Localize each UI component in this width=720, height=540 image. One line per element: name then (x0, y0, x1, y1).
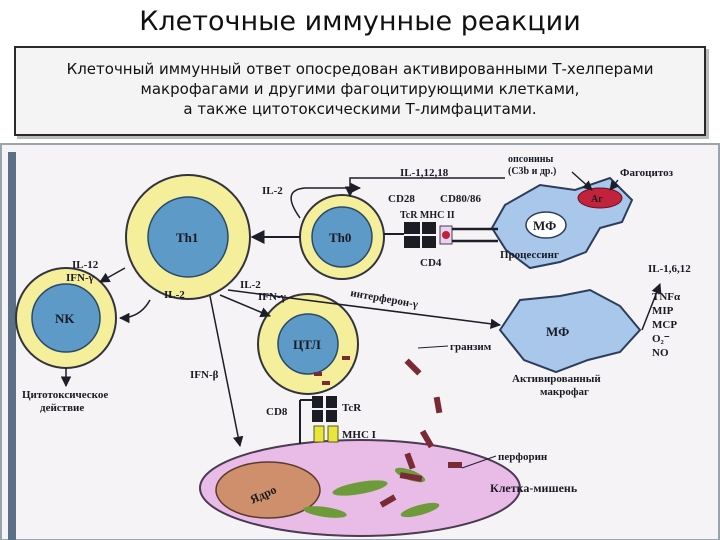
th1-cell: Th1 (125, 174, 251, 300)
target-cell: Ядро (199, 439, 521, 537)
ifn-g-ctl-label: IFN-γ (258, 291, 286, 303)
summary-line-3: а также цитотоксическими Т-лимфацитами. (183, 100, 537, 118)
perforin-pointer (461, 455, 497, 469)
ctl-cell: ЦТЛ (257, 293, 359, 395)
opsonin-arrow (571, 171, 593, 191)
page-title: Клеточные иммунные реакции (139, 6, 581, 37)
antigen (577, 187, 623, 209)
tnfa-label: TNFα (652, 291, 681, 303)
th1-label: Th1 (176, 230, 198, 245)
cd4-label: CD4 (420, 257, 442, 269)
th0-label: Th0 (329, 230, 351, 245)
mitochondrion (303, 506, 347, 518)
perforin-label: перфорин (498, 451, 548, 463)
interferon-arrow (227, 289, 502, 330)
il12-label: IL-12 (72, 259, 99, 271)
il-1-12-18-label: IL-1,12,18 (400, 167, 449, 179)
summary-line-1: Клеточный иммунный ответ опосредован акт… (66, 60, 654, 78)
phagocytosis-label: Фагоцитоз (620, 167, 674, 179)
il2-ctl-label: IL-2 (240, 279, 261, 291)
processing-label: Процессинг (500, 249, 559, 261)
il2-autocrine-arrow (290, 182, 362, 219)
o2-label: O₂⁻ (652, 333, 670, 345)
tcr-label: TcR (342, 402, 362, 414)
cd80-86-label: CD80/86 (440, 193, 481, 205)
ifn-beta-arrow (209, 295, 244, 448)
cytotoxic-label: Цитотоксическое (22, 389, 108, 401)
macrophage-activated: МФ (498, 288, 642, 374)
th0-mf-receptors (384, 222, 498, 248)
nk-cell: NK (15, 267, 117, 369)
opsonins-label: опсонины (508, 154, 553, 165)
cd28-label: CD28 (388, 193, 415, 205)
mitochondrion (400, 502, 440, 518)
mip-label: MIP (652, 305, 674, 317)
il-1-6-12-label: IL-1,6,12 (648, 263, 691, 275)
ifn-beta-label: IFN-β (190, 369, 219, 381)
mitochondrion (332, 480, 388, 496)
th1-to-ctl-arrow (219, 294, 271, 318)
mf-top-label: МФ (533, 218, 556, 233)
cytotoxic-sub-label: действие (40, 402, 84, 414)
il-1-12-18-arrow (344, 177, 505, 198)
tcr-mhc2-label: TcR MHC II (400, 210, 455, 221)
ifn-g-nk-label: IFN-γ (66, 272, 94, 284)
th0-cell: Th0 (299, 194, 385, 280)
summary-note: Клеточный иммунный ответ опосредован акт… (14, 46, 706, 136)
mhc1-label: MHC I (342, 429, 376, 441)
granule (342, 356, 350, 360)
opsonins-sub-label: (С3b и др.) (508, 166, 556, 177)
il2-to-nk-arrow (118, 299, 151, 324)
granule (322, 381, 330, 385)
no-label: NO (652, 347, 669, 359)
th1-to-nk-arrow (99, 267, 126, 283)
macrophage-top: МФ Аг (490, 176, 634, 270)
activated-macrophage-label: Активированный (512, 373, 601, 385)
left-edge-bar (8, 152, 16, 540)
summary-line-2: макрофагами и другими фагоцитирующими кл… (140, 80, 580, 98)
target-cell-label: Клетка-мишень (490, 481, 578, 495)
cytokine-release-arrow (641, 283, 662, 331)
il2-top-label: IL-2 (262, 185, 283, 197)
target-nucleus (215, 461, 321, 519)
granzyme-granules (379, 358, 462, 508)
nk-label: NK (55, 311, 75, 326)
mf-activated-label: МФ (546, 324, 569, 339)
phagocytosis-arrow (609, 179, 620, 191)
ctl-receptors (299, 396, 339, 444)
ctl-label: ЦТЛ (293, 337, 321, 352)
il2-nk-label: IL-2 (164, 289, 185, 301)
granzyme-label: гранзим (450, 341, 492, 353)
granzyme-pointer (417, 345, 449, 349)
antigen-label: Аг (591, 194, 603, 205)
mcp-label: MCP (652, 319, 677, 331)
activated-macrophage-sub-label: макрофаг (540, 386, 589, 398)
granule (314, 372, 322, 376)
cd8-label: CD8 (266, 406, 288, 418)
